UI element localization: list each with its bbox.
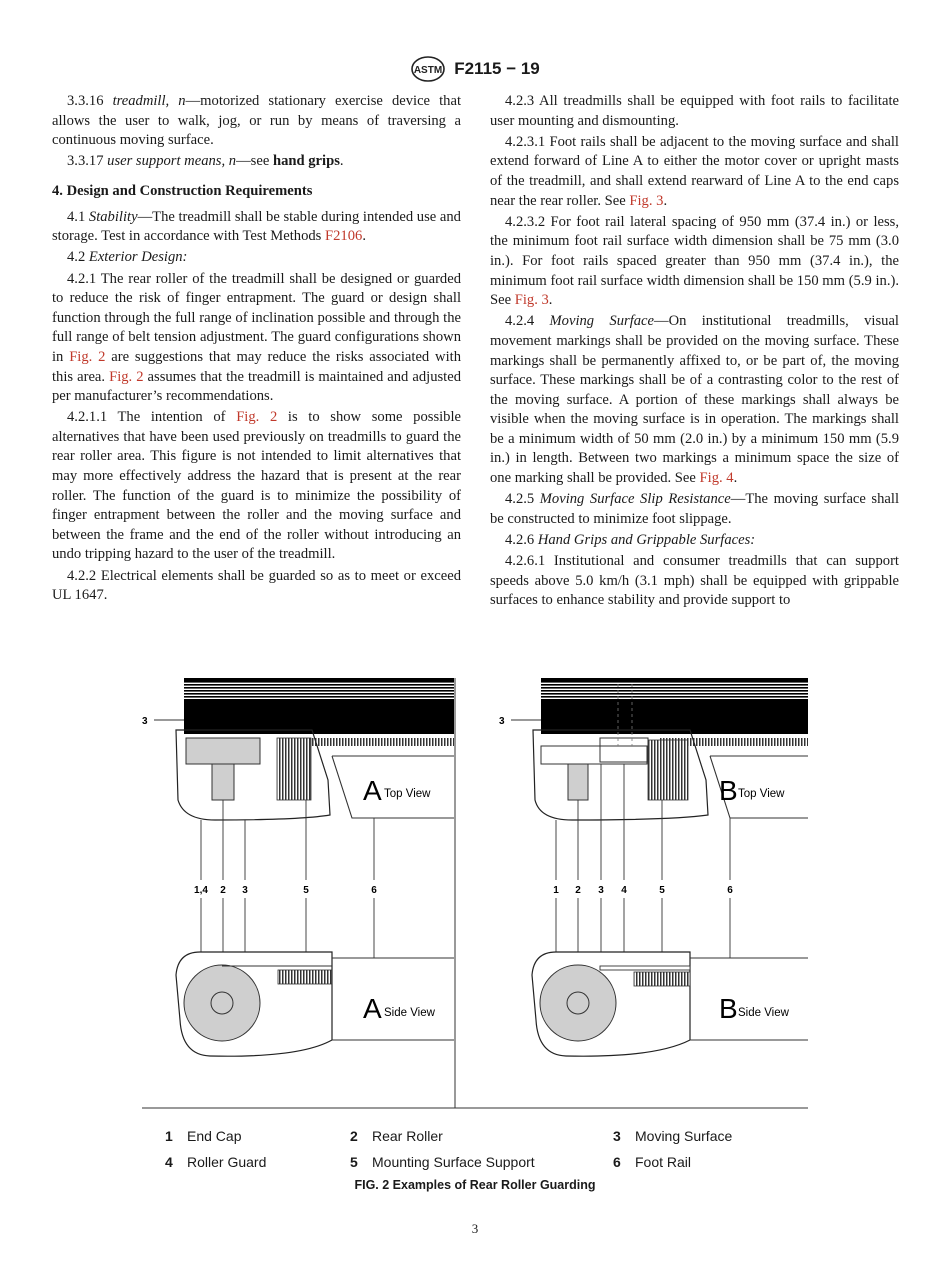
- paragraph-3-3-16: 3.3.16 treadmill, n—motorized stationary…: [52, 93, 461, 149]
- paragraph-4-2-3-1: 4.2.3.1 Foot rails shall be adjacent to …: [490, 133, 899, 209]
- paragraph-4-2: 4.2 Exterior Design:: [67, 249, 188, 266]
- link-fig-3[interactable]: Fig. 3: [514, 292, 549, 309]
- paragraph-4-2-3-2: 4.2.3.2 For foot rail lateral spacing of…: [490, 213, 899, 309]
- b-side-roller-axle: [566, 991, 590, 1015]
- b-label-3: 3: [598, 885, 604, 896]
- left-column: 3.3.16 treadmill, n—motorized stationary…: [52, 92, 461, 607]
- link-f2106[interactable]: F2106: [325, 228, 363, 245]
- b-callout-3: 3: [499, 716, 505, 727]
- figure-rear-roller-guarding: A Top View 3 1,4 2 3 5 6: [142, 678, 808, 1109]
- a-label-5: 5: [303, 885, 309, 896]
- a-side-foot-rail: [332, 957, 454, 1041]
- a-label-1-4: 1,4: [194, 885, 208, 896]
- paragraph-4-2-5: 4.2.5 Moving Surface Slip Resistance—The…: [490, 491, 899, 527]
- paragraph-4-1: 4.1 Stability—The treadmill shall be sta…: [52, 208, 461, 245]
- link-fig-2[interactable]: Fig. 2: [109, 368, 144, 385]
- a-top-belt-texture: [300, 738, 454, 746]
- b-label-2: 2: [575, 885, 581, 896]
- a-callout-3: 3: [142, 716, 148, 727]
- a-side-letter: A: [363, 993, 382, 1024]
- standard-designation: F2115 − 19: [454, 59, 540, 78]
- a-top-mounting-support: [276, 737, 312, 801]
- b-side-roller-guard: [599, 965, 691, 971]
- paragraph-4-2-4: 4.2.4 Moving Surface—On institutional tr…: [490, 313, 899, 487]
- a-top-moving-surface-lines: [184, 682, 454, 700]
- a-label-2: 2: [220, 885, 226, 896]
- paragraph-4-2-1: 4.2.1 The rear roller of the treadmill s…: [52, 270, 462, 405]
- a-top-roller-axle: [211, 763, 235, 801]
- a-callout-labels: 1,4 2 3 5 6: [194, 885, 377, 896]
- paragraph-4-2-6: 4.2.6 Hand Grips and Grippable Surfaces:: [505, 532, 756, 549]
- a-top-letter: A: [363, 775, 382, 806]
- a-top-cap-block: [185, 737, 261, 765]
- page-header: ASTM F2115 − 19: [0, 56, 950, 84]
- a-top-view-label: Top View: [384, 788, 431, 800]
- b-label-4: 4: [621, 885, 627, 896]
- b-top-roller-guard: [540, 745, 648, 765]
- paragraph-3-3-17: 3.3.17 user support means, n—see hand gr…: [67, 153, 344, 170]
- link-fig-2[interactable]: Fig. 2: [236, 409, 278, 426]
- b-top-end-cap: [532, 729, 709, 821]
- a-label-3: 3: [242, 885, 248, 896]
- page-number: 3: [471, 1221, 479, 1236]
- paragraph-4-2-6-1: 4.2.6.1 Institutional and consumer tread…: [490, 553, 899, 609]
- panel-b: B Top View 3 1 2 3 4 5 6: [499, 678, 808, 1057]
- b-top-belt-texture: [660, 738, 808, 746]
- astm-logo-icon: ASTM: [411, 56, 446, 82]
- b-top-roller-axle: [567, 763, 589, 801]
- b-side-mounting-support: [633, 971, 691, 987]
- b-label-1: 1: [553, 885, 559, 896]
- b-top-letter: B: [719, 775, 738, 806]
- paragraph-4-2-1-1: 4.2.1.1 The intention of Fig. 2 is to sh…: [52, 409, 462, 563]
- a-side-view-label: Side View: [384, 1007, 436, 1019]
- b-leader-lines: [555, 764, 731, 970]
- panel-a: A Top View 3 1,4 2 3 5 6: [142, 678, 454, 1057]
- b-top-mounting-support: [647, 739, 689, 801]
- a-side-mounting-support: [277, 969, 333, 985]
- b-top-moving-surface-lines: [541, 682, 808, 700]
- paragraph-4-2-2: 4.2.2 Electrical elements shall be guard…: [52, 567, 461, 604]
- b-side-foot-rail: [690, 957, 808, 1041]
- b-side-letter: B: [719, 993, 738, 1024]
- b-side-view-label: Side View: [738, 1007, 790, 1019]
- a-side-roller-axle: [210, 991, 234, 1015]
- right-column: 4.2.3 All treadmills shall be equipped w…: [490, 92, 899, 613]
- svg-text:ASTM: ASTM: [414, 65, 442, 76]
- link-fig-3[interactable]: Fig. 3: [629, 192, 664, 209]
- link-fig-4[interactable]: Fig. 4: [699, 470, 734, 487]
- b-label-6: 6: [727, 885, 733, 896]
- a-top-foot-rail: [331, 755, 454, 819]
- section-heading: 4. Design and Construction Requirements: [52, 182, 313, 199]
- b-top-view-label: Top View: [738, 788, 785, 800]
- a-leader-lines: [200, 800, 375, 970]
- figure-caption: FIG. 2 Examples of Rear Roller Guarding: [354, 1178, 596, 1192]
- a-label-6: 6: [371, 885, 377, 896]
- paragraph-4-2-3: 4.2.3 All treadmills shall be equipped w…: [490, 93, 899, 129]
- b-callout-labels: 1 2 3 4 5 6: [553, 885, 733, 896]
- a-top-end-cap: [175, 729, 331, 821]
- link-fig-2[interactable]: Fig. 2: [69, 348, 106, 365]
- b-label-5: 5: [659, 885, 665, 896]
